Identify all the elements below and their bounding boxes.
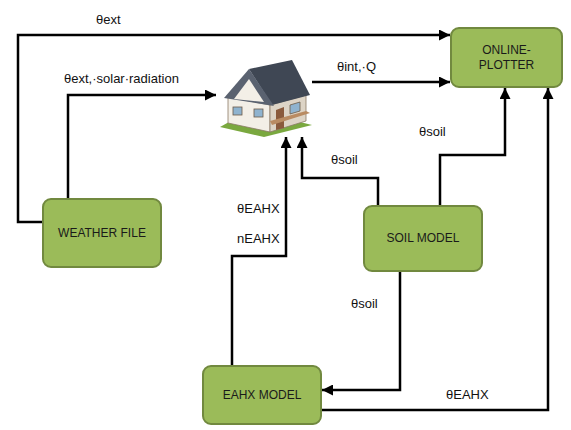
- signal-label: nEAHX: [236, 231, 281, 247]
- box-label: ONLINE- PLOTTER: [472, 43, 542, 73]
- model-box: ONLINE- PLOTTER: [450, 27, 563, 88]
- gable-roof: [224, 69, 274, 106]
- window: [233, 107, 242, 115]
- signal-label: θext,·solar·radiation: [63, 71, 180, 87]
- eahx-to-house-line: [232, 137, 286, 365]
- gable-wall: [234, 79, 264, 102]
- porch: [270, 111, 310, 125]
- signal-arrow: [18, 35, 450, 222]
- signal-arrow: [322, 88, 548, 410]
- signal-label: θsoil: [350, 296, 379, 312]
- signal-label: θint,·Q: [336, 59, 377, 75]
- signal-label: θEAHX: [236, 201, 281, 217]
- model-box: EAHX MODEL: [202, 365, 322, 425]
- signal-label: θsoil: [330, 152, 359, 168]
- signal-label: θsoil: [418, 124, 447, 140]
- soil-to-house-line: [302, 137, 378, 205]
- model-box: SOIL MODEL: [363, 205, 483, 272]
- house-illustration: [220, 60, 312, 137]
- box-label: SOIL MODEL: [387, 231, 460, 246]
- window: [254, 109, 263, 117]
- signal-label: θEAHX: [445, 387, 490, 403]
- house-to-plotter-line: [312, 81, 450, 84]
- signal-arrow: [322, 272, 400, 390]
- weather-to-house-line: [68, 95, 216, 198]
- box-label: EAHX MODEL: [223, 388, 302, 403]
- model-box: WEATHER FILE: [42, 198, 162, 268]
- signal-arrow: [440, 88, 505, 205]
- box-label: WEATHER FILE: [58, 226, 146, 241]
- window: [290, 102, 300, 114]
- signal-label: θext: [95, 12, 122, 28]
